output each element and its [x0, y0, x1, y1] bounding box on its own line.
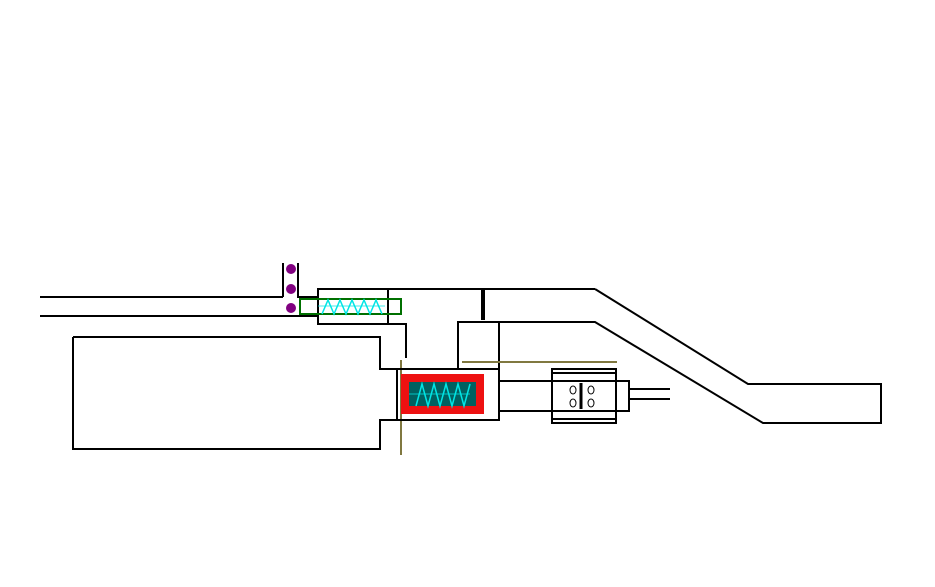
ball-bearings [286, 264, 296, 313]
upper-spring-sleeve [299, 288, 402, 325]
upper-spring-icon [321, 298, 383, 316]
ball-1 [286, 264, 296, 274]
valve-chamber [396, 368, 500, 421]
red-casing-left [401, 374, 409, 414]
lower-spring-icon [415, 381, 471, 409]
ball-3 [286, 303, 296, 313]
piston-rod-block [499, 368, 670, 424]
central-body [388, 288, 595, 369]
piston-holes [569, 385, 595, 408]
lower-housing-block [72, 336, 397, 450]
left-barrel-tube [40, 263, 318, 317]
ball-2 [286, 284, 296, 294]
green-tube [299, 298, 402, 315]
angled-outlet-pipe [458, 288, 882, 424]
chamber-outline [396, 368, 500, 421]
